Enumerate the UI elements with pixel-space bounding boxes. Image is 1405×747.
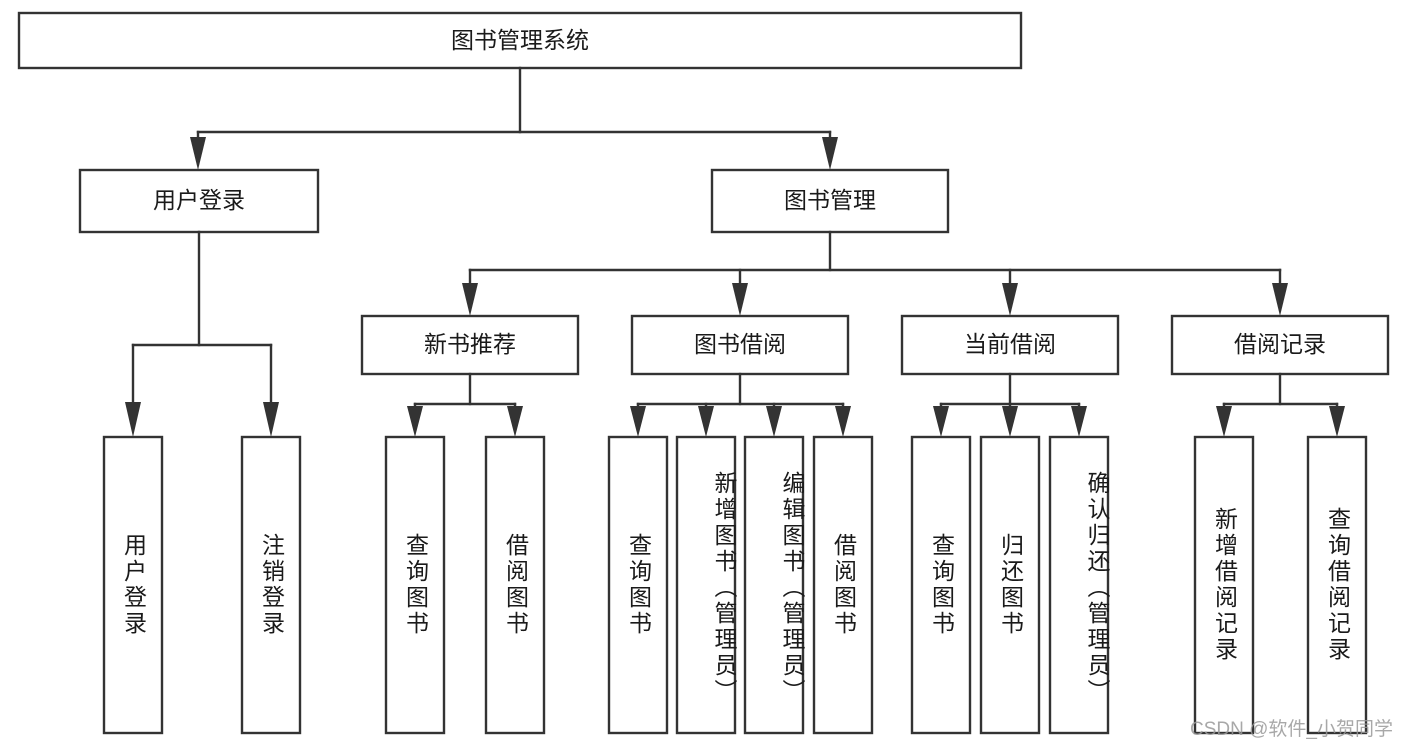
arrow-leaf-book-borrow-1 (698, 406, 714, 437)
leaf-box-book-borrow-2[interactable] (743, 435, 805, 735)
arrow-to-user-login (190, 137, 206, 170)
node-user-login[interactable]: 用户登录 (78, 168, 320, 234)
arrow-leaf-book-borrow-2 (766, 406, 782, 437)
leaf-box-current-borrow-0[interactable] (910, 435, 972, 735)
arrow-leaf-book-borrow-3 (835, 406, 851, 437)
leaf-box-new-book-0[interactable] (384, 435, 446, 735)
watermark-text: CSDN @软件_小贺同学 (1190, 719, 1393, 740)
node-book-manage-box (710, 168, 950, 234)
node-user-login-label: 用户登录 (153, 187, 245, 213)
node-current-borrow[interactable]: 当前借阅 (900, 314, 1120, 376)
node-new-book-recommend-label: 新书推荐 (424, 331, 516, 357)
arrow-leaf-user-login-0 (125, 402, 141, 437)
node-borrow-record-label: 借阅记录 (1234, 331, 1326, 357)
leaf-box-current-borrow-2[interactable] (1048, 435, 1110, 735)
leaf-box-borrow-record-0[interactable] (1193, 435, 1255, 735)
node-root[interactable]: 图书管理系统 (17, 11, 1023, 70)
arrow-leaf-book-borrow-0 (630, 406, 646, 437)
arrow-leaf-user-login-1 (263, 402, 279, 437)
node-new-book-recommend[interactable]: 新书推荐 (360, 314, 580, 376)
leaf-box-new-book-1[interactable] (484, 435, 546, 735)
leaf-box-book-borrow-1[interactable] (675, 435, 737, 735)
leaf-box-user-login-1[interactable] (240, 435, 302, 735)
leaf-box-user-login-0[interactable] (102, 435, 164, 735)
node-root-label: 图书管理系统 (451, 27, 589, 53)
node-current-borrow-box (900, 314, 1120, 376)
arrow-to-book-borrow (732, 283, 748, 316)
arrow-to-borrow-record (1272, 283, 1288, 316)
leaf-box-borrow-record-1[interactable] (1306, 435, 1368, 735)
arrow-leaf-current-borrow-0 (933, 406, 949, 437)
node-book-manage-label: 图书管理 (784, 187, 876, 213)
node-current-borrow-label: 当前借阅 (964, 331, 1056, 357)
arrow-to-book-manage (822, 137, 838, 170)
node-borrow-record[interactable]: 借阅记录 (1170, 314, 1390, 376)
arrow-to-new-book (462, 283, 478, 316)
node-book-borrow[interactable]: 图书借阅 (630, 314, 850, 376)
arrow-leaf-new-book-0 (407, 406, 423, 437)
node-root-box (17, 11, 1023, 70)
arrow-to-current-borrow (1002, 283, 1018, 316)
arrow-leaf-borrow-record-1 (1329, 406, 1345, 437)
node-book-manage[interactable]: 图书管理 (710, 168, 950, 234)
arrow-leaf-new-book-1 (507, 406, 523, 437)
node-book-borrow-box (630, 314, 850, 376)
node-borrow-record-box (1170, 314, 1390, 376)
leaf-box-book-borrow-3[interactable] (812, 435, 874, 735)
arrow-leaf-borrow-record-0 (1216, 406, 1232, 437)
arrow-leaf-current-borrow-2 (1071, 406, 1087, 437)
leaf-box-book-borrow-0[interactable] (607, 435, 669, 735)
node-book-borrow-label: 图书借阅 (694, 331, 786, 357)
node-new-book-recommend-box (360, 314, 580, 376)
leaf-box-current-borrow-1[interactable] (979, 435, 1041, 735)
arrow-leaf-current-borrow-1 (1002, 406, 1018, 437)
